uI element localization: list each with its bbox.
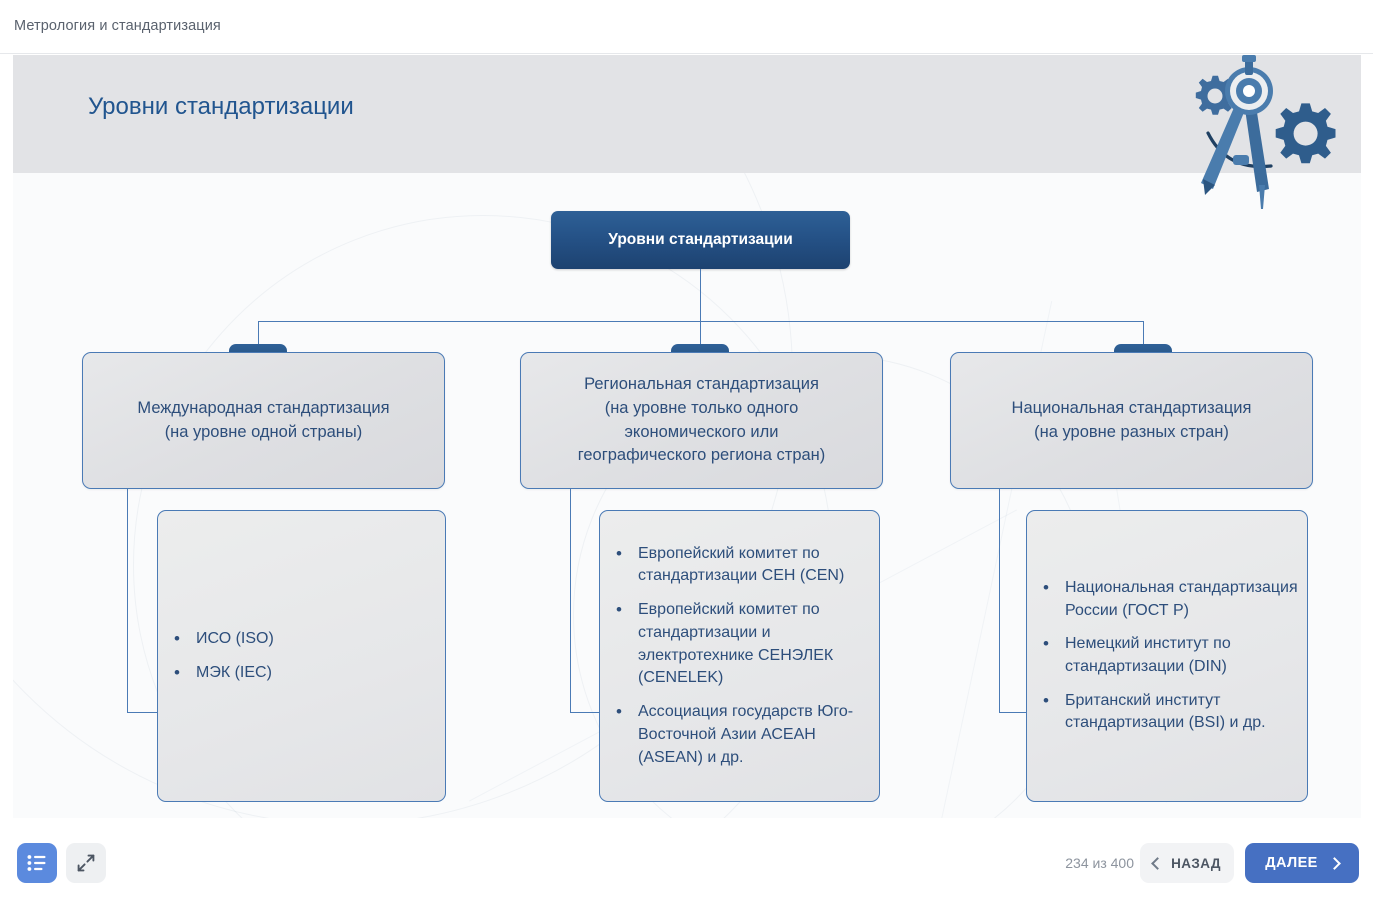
connector-line — [700, 269, 701, 321]
bottom-toolbar: 234 из 400 НАЗАД ДАЛЕЕ — [0, 826, 1373, 899]
page-title: Уровни стандартизации — [88, 93, 354, 120]
back-button-label: НАЗАД — [1171, 855, 1221, 871]
list-item: Ассоциация государств Юго-Восточной Азии… — [600, 700, 879, 769]
branch-node-regional[interactable]: Региональная стандартизация(на уровне то… — [520, 352, 883, 489]
diagram-root-node[interactable]: Уровни стандартизации — [551, 211, 850, 269]
list-item: МЭК (IEC) — [158, 661, 445, 685]
list-icon — [27, 855, 46, 871]
chevron-right-icon — [1327, 856, 1341, 870]
slide-header: Уровни стандартизации — [13, 55, 1361, 209]
branch-node-national[interactable]: Национальная стандартизация(на уровне ра… — [950, 352, 1313, 489]
connector-line — [127, 489, 128, 712]
connector-line — [570, 489, 571, 712]
slide-canvas: Уровни стандартизации — [13, 55, 1361, 818]
branch-node-international[interactable]: Международная стандартизация(на уровне о… — [82, 352, 445, 489]
connector-line — [999, 489, 1000, 712]
connector-line — [570, 712, 600, 713]
contents-button[interactable] — [17, 843, 57, 883]
list-item: Немецкий институт по стандартизации (DIN… — [1027, 632, 1307, 678]
fullscreen-button[interactable] — [66, 843, 106, 883]
top-breadcrumb-bar: Метрология и стандартизация — [0, 0, 1373, 54]
compass-and-gears-icon — [1195, 55, 1336, 209]
branch-list-national: Национальная стандартизация России (ГОСТ… — [1026, 510, 1308, 802]
diagram-root-label: Уровни стандартизации — [608, 231, 793, 248]
list-item: Национальная стандартизация России (ГОСТ… — [1027, 576, 1307, 622]
expand-arrows-icon — [77, 854, 95, 872]
branch-title: Международная стандартизация(на уровне о… — [137, 398, 390, 441]
connector-line — [999, 712, 1027, 713]
connector-line — [700, 321, 701, 353]
chevron-left-icon — [1151, 856, 1164, 870]
next-button[interactable]: ДАЛЕЕ — [1245, 843, 1359, 883]
list-item: ИСО (ISO) — [158, 627, 445, 651]
breadcrumb: Метрология и стандартизация — [14, 18, 221, 34]
list-item: Британский институт стандартизации (BSI)… — [1027, 689, 1307, 735]
bullet-list: Национальная стандартизация России (ГОСТ… — [1027, 576, 1307, 735]
hierarchy-diagram: Уровни стандартизации Международная стан… — [13, 55, 1361, 818]
branch-title: Национальная стандартизация(на уровне ра… — [1011, 398, 1252, 441]
list-item: Европейский комитет по стандартизации и … — [600, 598, 879, 690]
connector-line — [258, 321, 259, 353]
page-counter: 234 из 400 — [1065, 855, 1134, 871]
branch-list-international: ИСО (ISO) МЭК (IEC) — [157, 510, 446, 802]
branch-list-regional: Европейский комитет по стандартизации СЕ… — [599, 510, 880, 802]
back-button[interactable]: НАЗАД — [1140, 843, 1234, 883]
list-item: Европейский комитет по стандартизации СЕ… — [600, 542, 879, 588]
branch-title: Региональная стандартизация(на уровне то… — [577, 374, 826, 465]
connector-line — [1143, 321, 1144, 353]
bullet-list: ИСО (ISO) МЭК (IEC) — [158, 627, 445, 685]
connector-line — [127, 712, 158, 713]
bullet-list: Европейский комитет по стандартизации СЕ… — [600, 542, 879, 769]
next-button-label: ДАЛЕЕ — [1265, 855, 1318, 871]
